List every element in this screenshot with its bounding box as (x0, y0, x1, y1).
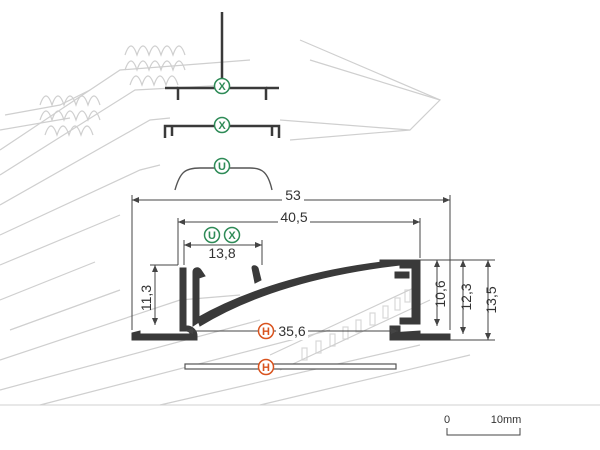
svg-text:U: U (218, 161, 226, 173)
dim-right-height-1: 10,6 (432, 280, 448, 307)
led-strip-chips (301, 289, 411, 361)
scale-bar: 0 10mm (444, 414, 522, 436)
dim-overall-width: 53 (285, 187, 301, 203)
dim-inner-width: 40,5 (280, 209, 307, 225)
diffuser-h-strip (184, 363, 397, 370)
spring-left-icon (39, 95, 101, 137)
dim-right-height-2: 12,3 (458, 283, 474, 310)
svg-text:H: H (262, 326, 270, 338)
scale-start-label: 0 (444, 414, 450, 426)
background-perspective-illustration (0, 39, 471, 406)
dim-right-height-3: 13,5 (483, 286, 499, 313)
mounting-clips (163, 12, 281, 138)
badge-u-diffuser: U (213, 157, 231, 175)
badge-h-dimension: H (257, 322, 275, 340)
dimension-arrowheads (132, 197, 491, 340)
spring-right-icon (124, 45, 186, 87)
scale-end-label: 10mm (491, 414, 522, 426)
svg-text:H: H (262, 362, 270, 374)
svg-text:U: U (208, 230, 216, 242)
badge-h-strip: H (257, 358, 275, 376)
aluminium-profile-section (131, 259, 451, 341)
badge-x-lower-clip: X (213, 116, 231, 134)
svg-text:X: X (218, 120, 226, 132)
svg-text:X: X (228, 230, 236, 242)
badge-x-upper-clip: X (213, 77, 231, 95)
dim-left-height: 11,3 (138, 285, 154, 311)
badge-u-channel: U (203, 226, 221, 244)
dim-diffuser-width: 35,6 (278, 323, 305, 339)
svg-text:X: X (218, 81, 226, 93)
badge-x-channel: X (223, 226, 241, 244)
dim-channel-width: 13,8 (208, 245, 235, 261)
